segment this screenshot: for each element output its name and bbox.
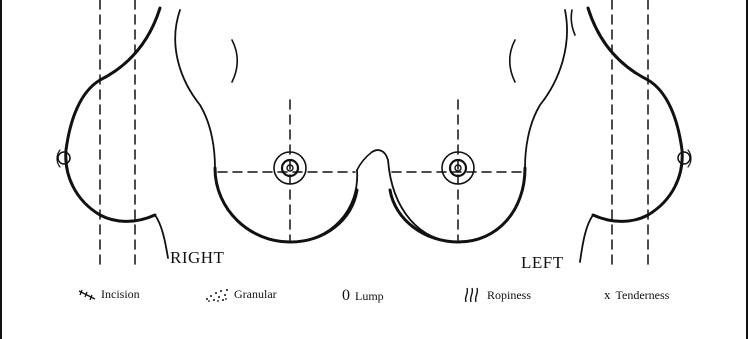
legend-granular-label: Granular	[234, 287, 277, 302]
legend-ropiness-label: Ropiness	[487, 288, 531, 303]
left-profile-nipple	[678, 152, 690, 164]
legend-granular: Granular	[205, 287, 277, 302]
tenderness-icon: x	[604, 287, 611, 303]
right-breast-front	[175, 10, 372, 242]
left-breast-profile	[571, 0, 691, 268]
legend-lump-label: Lump	[355, 289, 384, 304]
left-side-label: LEFT	[521, 253, 564, 273]
right-side-label: RIGHT	[170, 248, 224, 268]
granular-icon	[205, 288, 229, 302]
legend-tenderness: x Tenderness	[604, 287, 669, 303]
right-profile-nipple	[58, 152, 70, 164]
lump-icon: 0	[342, 287, 350, 305]
legend-ropiness: Ropiness	[462, 287, 531, 303]
legend-incision: Incision	[78, 287, 140, 302]
right-breast-profile	[57, 0, 168, 268]
left-breast-front	[372, 10, 567, 242]
ropiness-icon	[462, 287, 482, 303]
legend-lump: 0 Lump	[342, 287, 384, 305]
legend-incision-label: Incision	[101, 287, 140, 302]
legend-tenderness-label: Tenderness	[616, 288, 670, 303]
incision-icon	[78, 289, 96, 301]
